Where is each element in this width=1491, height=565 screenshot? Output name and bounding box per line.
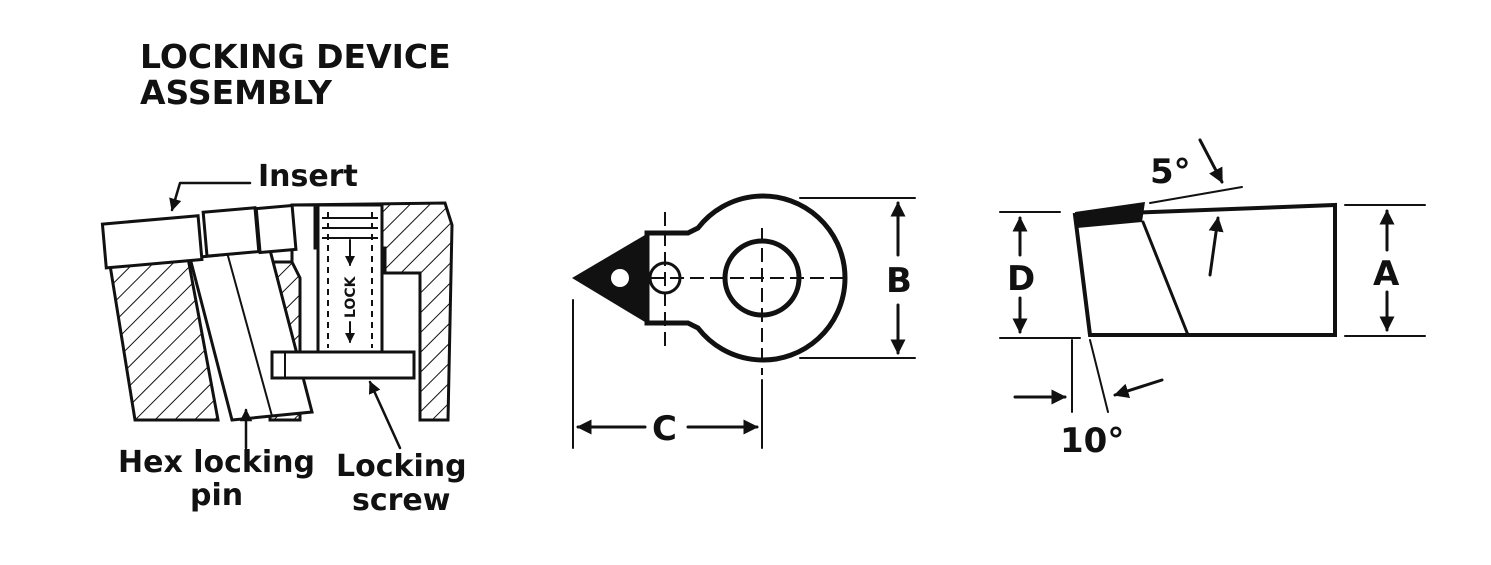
- dim-d-label: D: [1007, 259, 1035, 299]
- dim-b-label: B: [886, 261, 912, 301]
- holder-body-hatched-right: [268, 201, 454, 422]
- diagram-title: LOCKING DEVICE ASSEMBLY: [140, 37, 451, 112]
- top-view: [572, 193, 916, 449]
- dim-a-label: A: [1373, 254, 1400, 294]
- holder-side-outline: [1072, 202, 1337, 337]
- lock-marking: LOCK: [343, 275, 359, 318]
- assembly-section: LOCK: [100, 181, 454, 450]
- dim-c-label: C: [652, 409, 677, 449]
- screw-label-line-2: screw: [352, 483, 451, 518]
- side-view: [999, 138, 1426, 413]
- insert-label: Insert: [258, 159, 358, 194]
- locking-screw: [270, 350, 416, 380]
- title-line-1: LOCKING DEVICE: [140, 37, 451, 76]
- title-line-2: ASSEMBLY: [140, 73, 333, 112]
- angle-5-label: 5°: [1150, 152, 1191, 192]
- screw-label-line-1: Locking: [336, 449, 467, 484]
- hex-pin-label-line-1: Hex locking: [118, 445, 315, 480]
- insert-side-solid: [1075, 202, 1145, 228]
- angle-10-label: 10°: [1060, 421, 1124, 461]
- insert: [100, 214, 204, 270]
- hex-pin-label-line-2: pin: [190, 478, 243, 513]
- triangle-insert: [572, 235, 645, 322]
